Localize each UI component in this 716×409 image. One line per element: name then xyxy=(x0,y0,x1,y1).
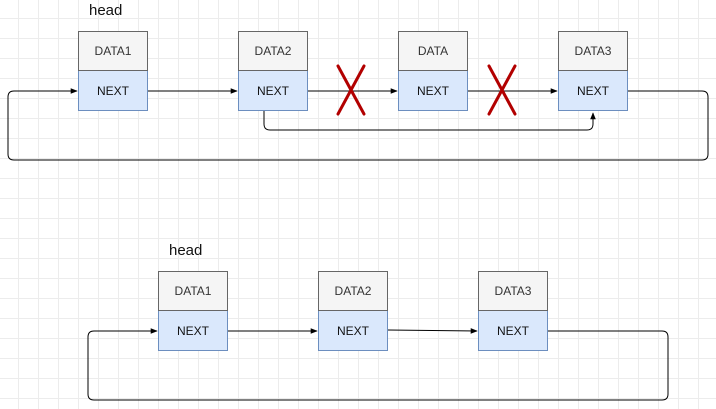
node-next-cell: NEXT xyxy=(398,71,468,111)
cross-mark-2 xyxy=(487,64,517,116)
node-next-cell: NEXT xyxy=(238,71,308,111)
node-next-cell: NEXT xyxy=(478,311,548,351)
node-data-cell: DATA1 xyxy=(158,271,228,311)
loop-arrow-data3-to-data1 xyxy=(7,88,709,161)
node-data-cell: DATA2 xyxy=(238,31,308,71)
cross-mark-1 xyxy=(336,64,366,116)
head-label: head xyxy=(89,2,123,19)
list-node-data2[interactable]: DATA2 NEXT xyxy=(238,31,308,111)
list-node-data3[interactable]: DATA3 NEXT xyxy=(558,31,628,111)
node-data-cell: DATA3 xyxy=(478,271,548,311)
node-data-cell: DATA3 xyxy=(558,31,628,71)
node-data-cell: DATA xyxy=(398,31,468,71)
node-data-cell: DATA2 xyxy=(318,271,388,311)
node-next-cell: NEXT xyxy=(78,71,148,111)
node-next-cell: NEXT xyxy=(558,71,628,111)
list-node-data-removed[interactable]: DATA NEXT xyxy=(398,31,468,111)
node-data-cell: DATA1 xyxy=(78,31,148,71)
node-next-cell: NEXT xyxy=(158,311,228,351)
head-label: head xyxy=(169,242,203,259)
bypass-arrow-data2-to-data3 xyxy=(263,111,596,131)
list-node-b-data1[interactable]: DATA1 NEXT xyxy=(158,271,228,351)
list-node-b-data3[interactable]: DATA3 NEXT xyxy=(478,271,548,351)
arrow-b-data2-to-data3 xyxy=(387,328,478,334)
loop-arrow-b-data3-to-data1 xyxy=(87,328,669,401)
list-node-data1[interactable]: DATA1 NEXT xyxy=(78,31,148,111)
node-next-cell: NEXT xyxy=(318,311,388,351)
list-node-b-data2[interactable]: DATA2 NEXT xyxy=(318,271,388,351)
